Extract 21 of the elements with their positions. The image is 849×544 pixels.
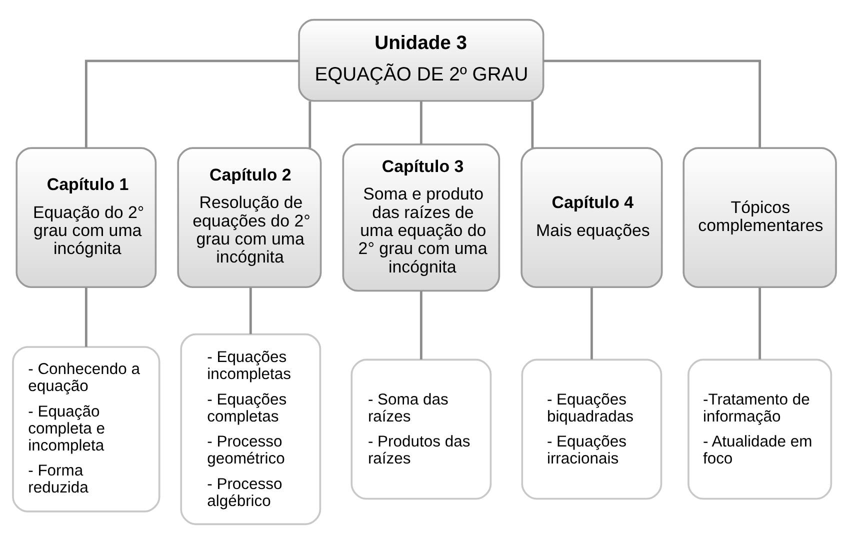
node-box: Capítulo 2 Resolução de equações do 2° grau com uma incógnita [177, 147, 322, 288]
connector [543, 60, 762, 148]
connector [249, 287, 252, 334]
connector [84, 287, 88, 347]
connector [531, 101, 534, 148]
node-box: - Equações biquadradas - Equações irracionais [521, 358, 662, 500]
node-box: Capítulo 3 Soma e produto das raízes de uma equação do 2° grau com uma incógnita [342, 144, 500, 292]
connector [308, 101, 312, 148]
node-box: - Equações incompletas - Equações completas - Processo geométrico - Processo algébrico [180, 333, 322, 526]
node-box: Tópicos complementares [682, 147, 837, 288]
connector [84, 60, 299, 148]
node-box: Unidade 3 EQUAÇÃO DE 2º GRAU [298, 18, 544, 102]
node-box: - Soma das raízes - Produtos das raízes [350, 358, 492, 500]
node-box: Capítulo 4 Mais equações [520, 147, 663, 288]
node-box: Capítulo 1 Equação do 2° grau com uma incógnita [16, 147, 157, 288]
connector [590, 287, 593, 360]
node-box: - Conhecendo a equação - Equação completa e incompleta - Forma reduzida [12, 346, 160, 512]
connector [758, 287, 762, 360]
connector [420, 291, 422, 360]
connector [420, 101, 422, 144]
node-box: -Tratamento de informação - Atualidade em foco [688, 358, 832, 500]
